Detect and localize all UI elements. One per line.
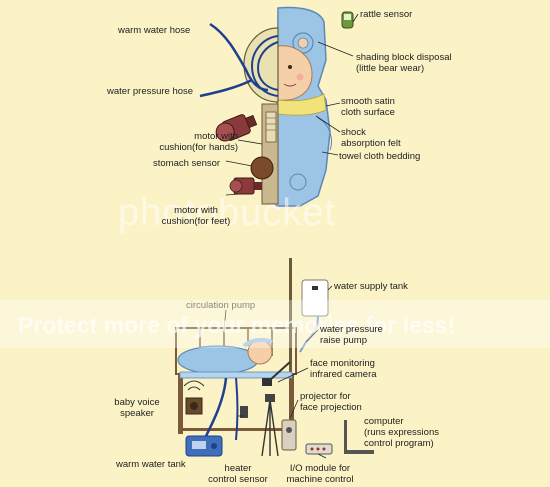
label-rattle-sensor: rattle sensor	[360, 9, 413, 20]
watermark-banner-band	[0, 300, 550, 348]
label-pressure-pump: water pressure raise pump	[320, 324, 383, 346]
baby-face	[277, 45, 313, 101]
label-baby-voice-speaker: baby voice speaker	[114, 397, 160, 419]
hand-motor	[215, 114, 258, 142]
bottom-leader-lines	[223, 285, 333, 459]
label-projector: projector for face projection	[300, 391, 362, 413]
feet-motor	[229, 177, 262, 195]
label-stomach-sensor: stomach sensor	[153, 158, 221, 169]
label-circulation-pump: circulation pump	[186, 300, 256, 311]
heater-sensor	[240, 406, 248, 418]
label-warm-water-hose: warm water hose	[118, 25, 191, 36]
label-water-pressure-hose: water pressure hose	[107, 86, 194, 97]
warm-water-hose	[209, 22, 269, 92]
rattle-sensor	[341, 11, 354, 29]
bottom-hose	[204, 377, 228, 437]
crib-setup	[175, 258, 374, 459]
label-motor-feet: motor with cushion(for feet)	[161, 205, 231, 227]
label-smooth-satin: smooth satin cloth surface	[341, 96, 395, 118]
projector-tripod	[261, 399, 279, 457]
label-io-module: I/O module for machine control	[286, 463, 354, 485]
label-shading-block: shading block disposal (little bear wear…	[356, 52, 452, 74]
water-supply-tank	[301, 279, 329, 317]
label-towel-bedding: towel cloth bedding	[339, 151, 421, 162]
computer	[344, 420, 374, 454]
label-water-supply-tank: water supply tank	[334, 281, 408, 292]
satin-collar	[277, 93, 327, 116]
baby-body	[177, 345, 259, 375]
projector	[281, 419, 297, 451]
doll-cross-section	[199, 6, 359, 207]
stomach-sensor-ball	[250, 156, 274, 180]
warm-water-tank	[185, 435, 223, 457]
water-supply-pole	[289, 258, 292, 426]
label-heater-sensor: heater control sensor	[208, 463, 268, 485]
label-shock-felt: shock absorption felt	[341, 127, 401, 149]
top-leader-lines	[225, 13, 359, 196]
label-warm-water-tank: warm water tank	[116, 459, 186, 470]
label-computer: computer (runs expressions control progr…	[364, 416, 439, 449]
water-pressure-hose	[199, 78, 253, 98]
label-face-camera: face monitoring infrared camera	[310, 358, 377, 380]
ir-camera	[262, 378, 272, 386]
head-shell	[243, 27, 279, 103]
label-motor-hands: motor with cushion(for hands)	[159, 131, 238, 153]
